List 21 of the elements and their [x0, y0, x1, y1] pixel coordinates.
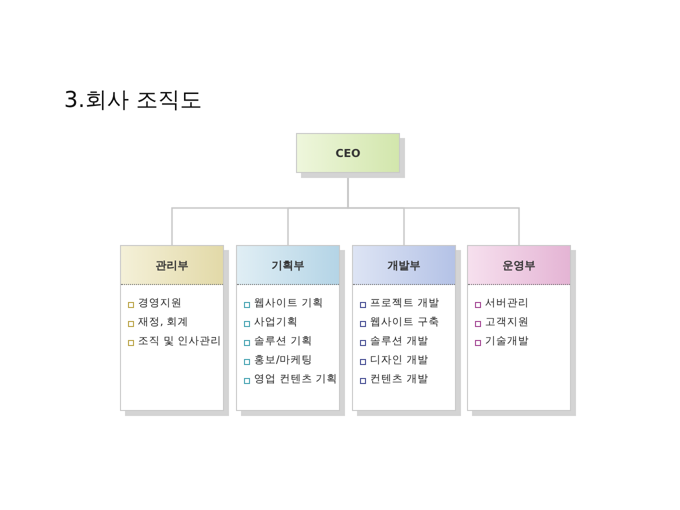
list-item: 솔루션 개발: [370, 334, 428, 348]
list-item: 웹사이트 구축: [370, 315, 440, 329]
list-item: 프로젝트 개발: [370, 296, 440, 310]
title: 3.회사 조직도: [64, 87, 202, 115]
department-header: 운영부: [468, 246, 570, 285]
list-item: 기술개발: [485, 334, 529, 348]
department-header: 개발부: [353, 246, 455, 285]
department-header: 기획부: [237, 246, 339, 285]
list-item: 영업 컨텐츠 기획: [254, 372, 338, 386]
list-item: 재정, 회계: [138, 315, 189, 329]
department-header: 관리부: [121, 246, 223, 285]
list-item: 솔루션 기획: [254, 334, 312, 348]
list-item: 서버관리: [485, 296, 529, 310]
list-item: 컨텐츠 개발: [370, 372, 428, 386]
list-item: 사업기획: [254, 315, 298, 329]
list-item: 고객지원: [485, 315, 529, 329]
list-item: 홍보/마케팅: [254, 353, 313, 367]
list-item: 디자인 개발: [370, 353, 428, 367]
list-item: 웹사이트 기획: [254, 296, 324, 310]
list-item: 조직 및 인사관리: [138, 334, 222, 348]
list-item: 경영지원: [138, 296, 182, 310]
